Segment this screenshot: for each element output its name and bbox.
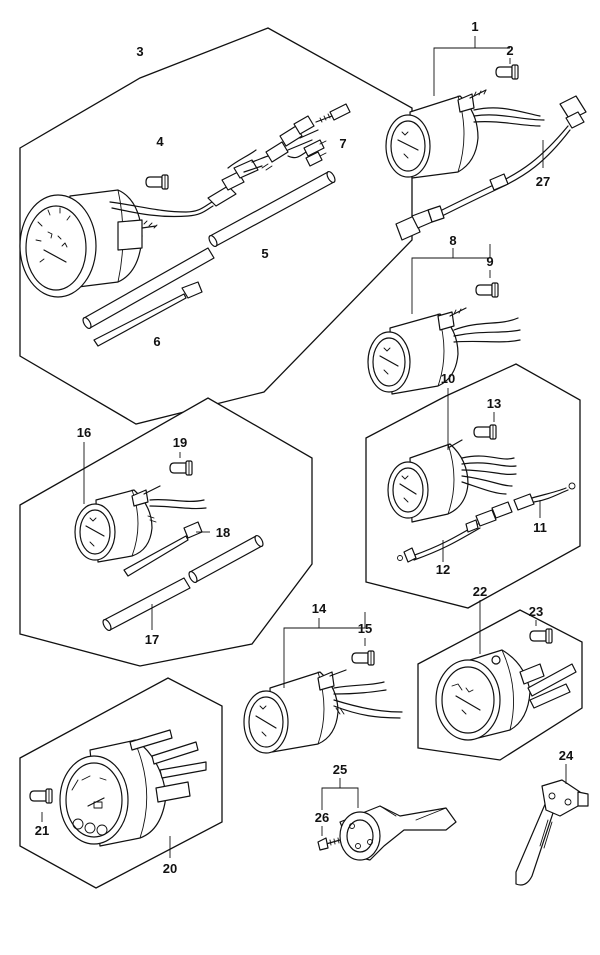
leaders-1: [433, 36, 544, 168]
callout-3: 3: [136, 44, 143, 59]
callout-26: 26: [315, 810, 329, 825]
bulb-part-21: [29, 788, 53, 804]
bulb-part-15: [351, 650, 375, 666]
callout-25: 25: [333, 762, 347, 777]
callout-24: 24: [559, 748, 574, 763]
callout-9: 9: [486, 254, 493, 269]
bulb-part-2: [495, 64, 519, 80]
leaders-22: [479, 600, 537, 654]
wire-part-12: [397, 501, 513, 563]
callout-labels: 1 2 3 4 5 6 7 8 9 10 11 12 13 14 15 16 1…: [35, 19, 574, 876]
wire-part-11: [513, 482, 576, 511]
gauge-part-20: [59, 729, 207, 847]
callout-7: 7: [339, 136, 346, 151]
group-16-hexagon: [19, 397, 313, 667]
callout-22: 22: [473, 584, 487, 599]
gauge-part-16: [74, 485, 207, 563]
leaders-20: [41, 812, 171, 858]
gauge-part-22: [435, 649, 577, 741]
lever-part-24: [515, 779, 589, 886]
bulb-part-4: [145, 174, 169, 190]
callout-2: 2: [506, 43, 513, 58]
gauge-part-10: [387, 439, 517, 523]
leaders-8: [411, 244, 491, 314]
callout-16: 16: [77, 425, 91, 440]
callout-19: 19: [173, 435, 187, 450]
callout-11: 11: [533, 520, 547, 535]
gauge-part-14: [243, 669, 403, 754]
callout-21: 21: [35, 823, 49, 838]
tube-part-17: [102, 534, 264, 632]
bulb-part-9: [475, 282, 499, 298]
harness-3: [207, 103, 351, 207]
callout-17: 17: [145, 632, 159, 647]
gauge-part-8: [367, 307, 521, 395]
bulb-part-23: [529, 628, 553, 644]
callout-23: 23: [529, 604, 543, 619]
callout-14: 14: [312, 601, 327, 616]
callout-20: 20: [163, 861, 177, 876]
tie-part-6: [93, 281, 203, 347]
gauge-part-1: [385, 89, 545, 179]
callout-15: 15: [358, 621, 372, 636]
gauge-part-3: [19, 189, 214, 298]
group-3-hexagon: [19, 27, 413, 425]
callout-8: 8: [449, 233, 456, 248]
callout-18: 18: [216, 525, 230, 540]
leaders-10: [442, 388, 541, 562]
bracket-part-25: [339, 805, 457, 861]
tube-part-5: [82, 170, 336, 330]
leaders-25: [321, 778, 359, 836]
callout-5: 5: [261, 246, 268, 261]
tie-part-18: [123, 521, 203, 577]
callout-27: 27: [536, 174, 550, 189]
leaders-14: [283, 612, 366, 688]
bulb-part-19: [169, 460, 193, 476]
callout-10: 10: [441, 371, 455, 386]
callout-1: 1: [471, 19, 478, 34]
callout-6: 6: [153, 334, 160, 349]
callout-4: 4: [156, 134, 164, 149]
callout-12: 12: [436, 562, 450, 577]
callout-13: 13: [487, 396, 501, 411]
bulb-part-13: [473, 424, 497, 440]
leaders-16: [83, 442, 210, 630]
screw-part-26: [317, 837, 341, 851]
harness-part-27: [395, 95, 587, 241]
